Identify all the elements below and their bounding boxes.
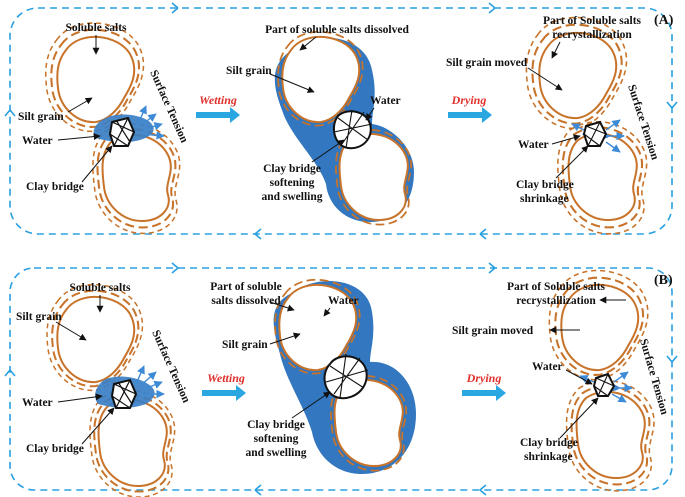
- silt-grain: [46, 283, 144, 392]
- label-clay-bridge-shrinkage: Clay bridge: [520, 437, 578, 449]
- label-soluble-salts: Soluble salts: [65, 22, 127, 34]
- cycle-arrow-up-icon: [4, 109, 16, 117]
- label-clay-bridge-softening: softening: [254, 433, 299, 445]
- label-drying: Drying: [451, 93, 487, 107]
- label-clay-bridge-softening: and swelling: [261, 191, 322, 203]
- label-wetting: Wetting: [207, 371, 245, 385]
- label-recrystallization: recrystallization: [552, 29, 632, 41]
- label-clay-bridge-softening: softening: [270, 177, 315, 189]
- label-recrystallization: Part of Soluble salts: [543, 15, 642, 27]
- cycle-arrow-down-icon: [666, 355, 678, 363]
- cycle-arrow-right-icon: [488, 262, 496, 274]
- cycle-arrow-left-icon: [479, 228, 487, 240]
- label-part-soluble-salts-dissolved: Part of soluble salts dissolved: [265, 24, 409, 36]
- cycle-arrow-right-icon: [171, 262, 179, 274]
- cycle-arrow-down-icon: [666, 101, 678, 109]
- label-part-soluble-salts-dissolved: salts dissolved: [211, 295, 281, 307]
- label-clay-bridge-shrinkage: shrinkage: [520, 193, 569, 205]
- label-part-soluble-salts-dissolved: Part of soluble: [210, 281, 282, 293]
- silt-grain: [565, 379, 655, 492]
- panel-b-cycle-border: [9, 267, 673, 491]
- label-water: Water: [370, 95, 401, 107]
- label-recrystallization: Part of Soluble salts: [507, 281, 606, 293]
- label-surface-tension: Surface Tension: [637, 338, 670, 417]
- label-silt-grain-moved: Silt grain moved: [452, 325, 534, 337]
- label-clay-bridge-softening: Clay bridge: [247, 419, 305, 431]
- cycle-arrow-right-icon: [488, 2, 496, 14]
- cycle-arrow-left-icon: [254, 484, 262, 496]
- label-clay-bridge-shrinkage: shrinkage: [524, 451, 573, 463]
- surface-tension-arrows: [571, 119, 625, 153]
- label-clay-bridge-softening: and swelling: [245, 447, 306, 459]
- label-clay-bridge: Clay bridge: [26, 443, 84, 455]
- wetted-state-figure: [273, 278, 416, 474]
- label-water: Water: [22, 397, 53, 409]
- wetting-arrow-icon: [196, 107, 240, 123]
- drying-arrow-icon: [448, 107, 492, 123]
- label-clay-bridge: Clay bridge: [26, 181, 84, 193]
- label-silt-grain: Silt grain: [18, 111, 64, 123]
- surface-tension-arrows: [135, 365, 165, 399]
- label-silt-grain: Silt grain: [16, 311, 62, 323]
- cycle-arrow-right-icon: [171, 2, 179, 14]
- drying-arrow-icon: [462, 385, 506, 401]
- panel-label: (A): [654, 13, 674, 28]
- label-silt-grain-moved: Silt grain moved: [446, 57, 528, 69]
- dried-state-figure: [525, 16, 648, 235]
- label-soluble-salts: Soluble salts: [69, 282, 131, 294]
- clay-bridge: [110, 378, 138, 409]
- label-clay-bridge-softening: Clay bridge: [263, 163, 321, 175]
- label-water: Water: [532, 361, 563, 373]
- panel-label: (B): [654, 273, 673, 288]
- label-recrystallization: recrystallization: [516, 295, 596, 307]
- panel-a-cycle-border: [9, 7, 673, 235]
- cycle-arrow-left-icon: [254, 228, 262, 240]
- label-silt-grain: Silt grain: [222, 339, 268, 351]
- label-silt-grain: Silt grain: [226, 65, 272, 77]
- label-water: Water: [518, 139, 549, 151]
- label-wetting: Wetting: [199, 93, 237, 107]
- wetted-state-figure: [274, 30, 414, 226]
- clay-bridge: [323, 353, 369, 400]
- dried-state-figure: [548, 269, 655, 492]
- label-surface-tension: Surface Tension: [625, 83, 661, 162]
- label-water: Water: [328, 295, 359, 307]
- label-clay-bridge-shrinkage: Clay bridge: [516, 179, 574, 191]
- cycle-arrow-up-icon: [4, 369, 16, 377]
- cycle-arrow-left-icon: [479, 484, 487, 496]
- label-water: Water: [22, 135, 53, 147]
- wetting-arrow-icon: [202, 385, 246, 401]
- surface-tension-arrows: [137, 105, 165, 140]
- clay-bridge: [332, 109, 373, 150]
- label-drying: Drying: [466, 371, 502, 385]
- panel-b: (B) Solub: [4, 262, 678, 497]
- clay-bridge: [582, 120, 608, 147]
- clay-bridge: [592, 372, 616, 397]
- clay-bridge: [108, 116, 136, 147]
- initial-state-figure: [44, 22, 181, 235]
- panel-a: (A) Solu: [4, 2, 678, 240]
- initial-state-figure: [46, 283, 176, 497]
